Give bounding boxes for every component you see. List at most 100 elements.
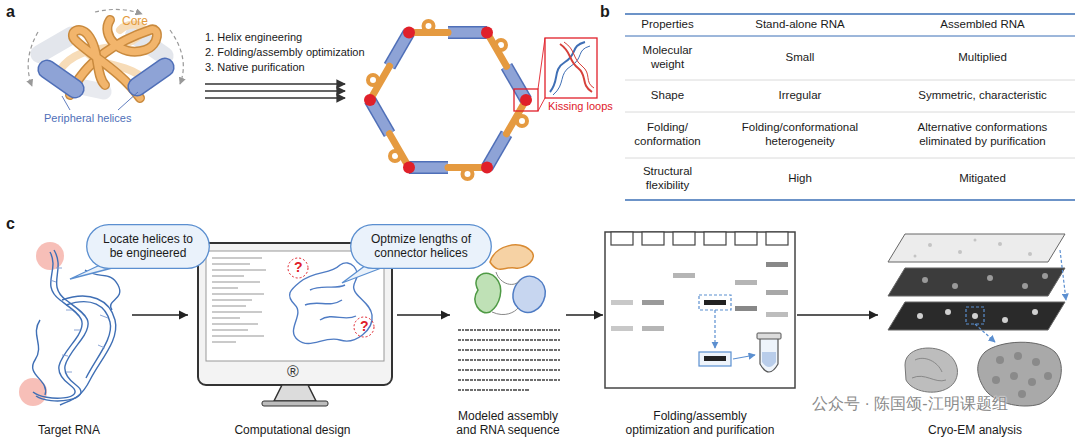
kissing-loop-inset-part — [564, 42, 594, 88]
table-header: Assembled RNA — [890, 14, 1075, 36]
target-rna-part-part — [36, 250, 88, 401]
native-gel-part — [704, 300, 726, 305]
cryo-em-stack-part-part — [996, 356, 1004, 364]
computer-monitor-part — [262, 401, 328, 406]
computer-monitor-part-part — [305, 285, 356, 320]
target-rna-part-part — [33, 320, 46, 395]
native-gel-part — [733, 355, 755, 359]
cryo-em-stack-part-part — [1014, 352, 1022, 360]
stage-caption: Modeled assembly and RNA sequence — [452, 409, 564, 438]
cryo-em-stack-part — [975, 324, 995, 342]
modeled-assembly-part — [475, 273, 501, 312]
hexamer-assembly-part-part — [390, 151, 400, 161]
core-illustration-part — [28, 32, 38, 86]
modeled-assembly-part-part — [458, 329, 560, 331]
table-cell: Symmetric, characteristic — [890, 80, 1075, 112]
bubble-text: Locate helices to be engineered — [101, 232, 195, 261]
hexamer-assembly-part-part — [481, 27, 493, 39]
arrow-head — [594, 311, 603, 320]
kissing-loop-inset-part — [553, 46, 590, 95]
cryo-em-stack-part — [888, 234, 1065, 262]
bubble-body: Optmize lengths of connector helices — [350, 224, 492, 261]
hexamer-assembly-part — [370, 33, 526, 168]
native-gel-part — [704, 356, 726, 361]
cryo-em-stack-part — [992, 352, 1052, 398]
cryo-em-stack-part — [917, 309, 1038, 323]
native-gel-part — [611, 326, 633, 331]
cryo-em-stack-part — [922, 273, 1048, 289]
core-illustration-part — [62, 96, 70, 110]
table-header: Properties — [625, 14, 710, 36]
process-arrows — [205, 84, 345, 98]
part-name: Kissing loops — [548, 100, 613, 113]
computer-monitor-part — [288, 258, 308, 278]
arrow-line — [797, 314, 878, 316]
table-cell: Mitigated — [890, 158, 1075, 200]
native-gel-part — [766, 262, 788, 267]
cryo-em-stack-part-part — [987, 275, 993, 281]
core-illustration-part — [125, 55, 178, 100]
question-mark: ? — [360, 318, 369, 335]
cryo-em-stack-part — [914, 239, 1033, 258]
cryo-em-stack — [888, 234, 1066, 406]
computer-monitor-part-part — [212, 311, 262, 313]
caption-holder: Computational design — [190, 420, 395, 438]
stage-caption: Cryo-EM analysis — [928, 423, 1022, 437]
table-cell: Shape — [625, 80, 710, 112]
computer-monitor-part — [212, 258, 266, 342]
table-cell: Molecular weight — [625, 36, 710, 80]
cryo-em-stack-part-part — [1032, 358, 1040, 366]
core-illustration-part — [95, 9, 142, 14]
kissing-loop-inset-part — [560, 44, 592, 92]
cryo-em-stack-part-part — [998, 242, 1002, 246]
cryo-em-stack-part-part — [1022, 283, 1028, 289]
table-cell: Folding/ conformation — [625, 112, 710, 158]
cryo-em-stack-part — [888, 268, 1065, 296]
native-gel-part-part — [735, 232, 757, 245]
bubble-shape — [351, 225, 492, 269]
native-gel-part — [611, 300, 633, 305]
cryo-em-stack-part-part — [1028, 252, 1032, 256]
native-gel — [605, 232, 795, 388]
table-rules-part — [625, 158, 1075, 159]
table-cell: Irregular — [710, 80, 890, 112]
target-rna-part-part — [66, 372, 72, 373]
hexamer-assembly-part-part — [424, 21, 434, 31]
cryo-em-stack-part-part — [1044, 372, 1052, 380]
hexamer-assembly-part-part — [517, 116, 527, 126]
kissing-loop-inset-part — [550, 42, 585, 92]
modeled-assembly-part-part — [458, 339, 560, 341]
computer-monitor-part — [354, 317, 374, 337]
target-rna-part — [36, 242, 64, 270]
computer-monitor-part-part — [212, 299, 252, 301]
arrow-head — [441, 311, 450, 320]
flow-arrow — [566, 311, 603, 320]
core-illustration-part — [35, 57, 88, 102]
stage-region: Cryo-EM analysis — [880, 225, 1070, 440]
flow-arrow — [797, 311, 878, 320]
flow-arrow — [397, 311, 450, 320]
stage-region: Target RNA — [8, 240, 130, 440]
modeled-assembly-part — [492, 272, 520, 315]
native-gel-part — [760, 338, 778, 372]
computer-monitor-part-part — [212, 263, 250, 265]
cryo-em-stack-part-part — [1028, 378, 1036, 386]
modeled-assembly-part — [513, 276, 545, 312]
hexamer-assembly-part-part — [481, 162, 493, 174]
native-gel-part — [762, 352, 776, 367]
cryo-em-stack-part — [966, 307, 984, 324]
process-arrows-part — [205, 97, 345, 99]
step-text: 2. Folding/assembly optimization — [205, 46, 365, 59]
caption-holder: Modeled assembly and RNA sequence — [452, 409, 564, 438]
arrow-head — [869, 311, 878, 320]
hexamer-assembly-part — [368, 21, 527, 179]
native-gel-part — [642, 300, 664, 305]
arrow-head — [179, 311, 188, 320]
speech-bubble: Optmize lengths of connector helices — [350, 224, 492, 269]
hexamer-assembly-part — [364, 27, 532, 174]
target-rna-part-part — [98, 345, 105, 348]
native-gel-part — [735, 306, 757, 311]
watermark: 公众号 · 陈国颂-江明课题组 — [812, 394, 1008, 413]
